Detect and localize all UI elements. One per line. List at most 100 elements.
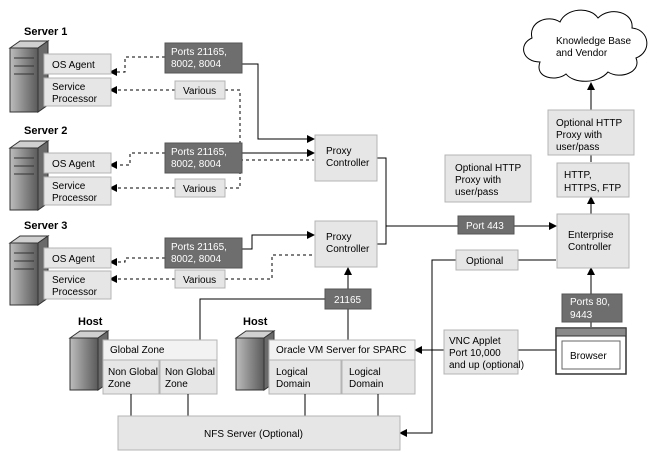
sp-line2: Processor: [52, 193, 98, 204]
ports-line2: 8002, 8004: [171, 59, 221, 70]
server-2-title: Server 2: [24, 125, 67, 137]
various-label: Various: [183, 86, 216, 97]
ports-browser-line1: Ports 80,: [570, 297, 610, 308]
port-443-label: Port 443: [466, 221, 504, 232]
proxy-controller-box: [314, 134, 378, 182]
optional-proxy-mid-line3: user/pass: [455, 187, 498, 198]
proxy-line2: Controller: [326, 158, 370, 169]
service-processor-box: [43, 176, 112, 206]
ports-box: [164, 237, 243, 269]
knowledge-base-cloud: Knowledge Base and Vendor: [523, 9, 648, 82]
server-3: Server 3 OS Agent Service Processor Port…: [8, 220, 243, 306]
optional-proxy-top-line2: Proxy with: [556, 130, 602, 141]
server-1-title: Server 1: [24, 26, 67, 38]
various-box: [174, 80, 226, 100]
ngz1-line2: Zone: [108, 379, 131, 390]
host-2: Host Oracle VM Server for SPARC Logical …: [234, 316, 416, 395]
nfs-server-label: NFS Server (Optional): [204, 429, 303, 440]
optional-label: Optional: [466, 256, 503, 267]
optional-proxy-top-line1: Optional HTTP: [556, 118, 622, 129]
cloud-line1: Knowledge Base: [556, 36, 631, 47]
os-agent-label: OS Agent: [52, 60, 95, 71]
ports-line1: Ports 21165,: [171, 147, 227, 158]
various-label: Various: [183, 184, 216, 195]
various-label: Various: [183, 275, 216, 286]
ports-line1: Ports 21165,: [171, 242, 227, 253]
proxy-controller-1: Proxy Controller: [314, 134, 378, 182]
ld2-line1: Logical: [349, 367, 381, 378]
cloud-icon: [523, 9, 648, 82]
optional-proxy-mid: Optional HTTP Proxy with user/pass: [444, 154, 532, 203]
nfs-connectors: [130, 394, 379, 416]
port-443-box: [457, 215, 515, 235]
vnc-line2: Port 10,000: [449, 348, 501, 359]
proxy-controller-2: Proxy Controller: [314, 220, 378, 268]
ec-line2: Controller: [568, 242, 612, 253]
ngz2-line2: Zone: [165, 379, 188, 390]
protocols-box: HTTP, HTTPS, FTP: [556, 162, 630, 198]
protocols-line1: HTTP,: [564, 170, 592, 181]
sp-line1: Service: [52, 275, 86, 286]
ports-line2: 8002, 8004: [171, 254, 221, 265]
server-1: Server 1 OS Agent Service Processor Port…: [8, 26, 243, 113]
various-box: [174, 178, 226, 198]
sp-line1: Service: [52, 82, 86, 93]
sp-line2: Processor: [52, 94, 98, 105]
host-1: Host Global Zone Non Global Zone Non Glo…: [68, 316, 218, 395]
sp-line1: Service: [52, 181, 86, 192]
proxy-line1: Proxy: [326, 146, 352, 157]
proxy-line2: Controller: [326, 244, 370, 255]
sp-line2: Processor: [52, 287, 98, 298]
os-agent-box: [43, 53, 112, 75]
optional-proxy-top: Optional HTTP Proxy with user/pass: [547, 109, 635, 156]
server-3-title: Server 3: [24, 220, 67, 232]
ports-line1: Ports 21165,: [171, 47, 227, 58]
optional-box: [455, 249, 519, 271]
service-processor-box: [43, 77, 112, 107]
vnc-line1: VNC Applet: [449, 336, 501, 347]
server-icon: [68, 330, 110, 391]
non-global-zone-2: [159, 359, 218, 395]
port-21165-box: [324, 288, 372, 310]
enterprise-controller: Enterprise Controller: [556, 213, 630, 269]
os-agent-label: OS Agent: [52, 254, 95, 265]
ports-line2: 8002, 8004: [171, 159, 221, 170]
ec-line1: Enterprise: [568, 230, 614, 241]
ld2-line2: Domain: [349, 379, 383, 390]
ngz1-line1: Non Global: [108, 367, 158, 378]
browser-window: Browser: [555, 327, 627, 375]
server-2: Server 2 OS Agent Service Processor Port…: [8, 125, 243, 211]
vnc-line3: and up (optional): [449, 360, 524, 371]
ngz2-line1: Non Global: [165, 367, 215, 378]
os-agent-box: [43, 152, 112, 174]
optional-proxy-mid-line1: Optional HTTP: [455, 163, 521, 174]
proxy-controller-box: [314, 220, 378, 268]
service-processor-box: [43, 270, 112, 300]
ports-browser-line2: 9443: [570, 310, 593, 321]
os-agent-box: [43, 247, 112, 269]
host-1-title: Host: [78, 316, 103, 328]
nfs-server-box: [117, 415, 401, 451]
oracle-vm-label: Oracle VM Server for SPARC: [276, 345, 406, 356]
browser-label: Browser: [570, 351, 607, 362]
ld1-line2: Domain: [276, 379, 310, 390]
ports-browser-box: [561, 293, 623, 323]
vnc-box: VNC Applet Port 10,000 and up (optional): [443, 329, 524, 375]
server-icon: [8, 40, 50, 113]
port-21165-label: 21165: [334, 295, 362, 306]
optional-proxy-mid-line2: Proxy with: [455, 175, 501, 186]
various-box: [174, 269, 226, 289]
proxy-line1: Proxy: [326, 232, 352, 243]
ld1-line1: Logical: [276, 367, 308, 378]
global-zone-label: Global Zone: [110, 345, 165, 356]
protocols-line2: HTTPS, FTP: [564, 183, 622, 194]
server-icon: [234, 330, 276, 391]
cloud-line2: and Vendor: [556, 48, 608, 59]
ports-box: [164, 142, 243, 174]
server-icon: [8, 235, 50, 306]
host-2-title: Host: [243, 316, 268, 328]
server-icon: [8, 140, 50, 211]
non-global-zone-1: [102, 359, 160, 395]
ports-box: [164, 42, 243, 74]
